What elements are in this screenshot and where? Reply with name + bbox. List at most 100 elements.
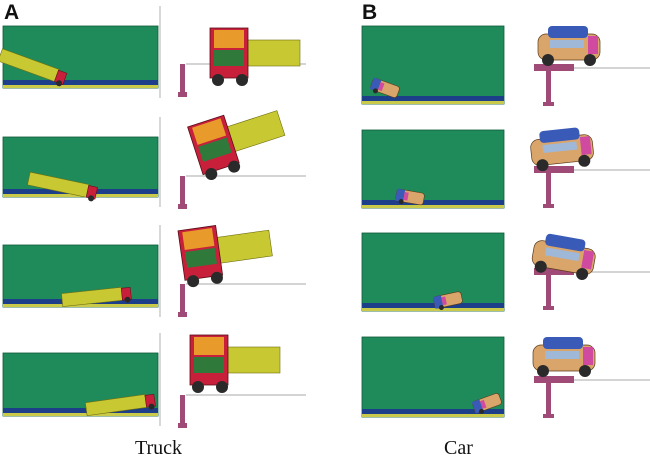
car-door-pink [579, 136, 592, 156]
truck-grille [198, 137, 232, 162]
truck-front-1 [187, 110, 286, 181]
side-view-frame-truck-2 [2, 244, 159, 308]
barrier-post [546, 275, 551, 309]
car-wheel [438, 305, 444, 311]
barrier-beam [534, 268, 574, 275]
car-side-2 [433, 291, 463, 311]
car-roof [539, 127, 580, 143]
barrier-wall [361, 129, 505, 209]
truck-front-wheel [228, 160, 241, 173]
car-panel-blue [395, 188, 406, 202]
road-strip [362, 303, 504, 308]
barrier-post [546, 383, 551, 417]
car-side-1 [395, 188, 425, 206]
ground-strip [362, 308, 504, 311]
car-windshield [544, 247, 580, 262]
post-base [178, 423, 187, 428]
car-front-2 [531, 233, 596, 280]
truck-grille [194, 357, 224, 373]
side-view-frame-car-3 [361, 336, 505, 418]
barrier-wall [2, 25, 159, 89]
ground-strip [362, 205, 504, 208]
truck-front-wheel [187, 275, 200, 288]
car-windshield [542, 141, 578, 154]
post-base [543, 414, 554, 418]
car-roof [548, 26, 588, 38]
car-panel-pink [479, 399, 487, 409]
car-wheel-front [578, 154, 591, 167]
truck-front-wheel [216, 381, 228, 393]
car-wheel [372, 88, 378, 94]
car-wheel [479, 408, 485, 414]
truck-panel [0, 6, 306, 428]
truck-wheel [148, 403, 155, 410]
car-door-pink [588, 36, 598, 54]
car-caption: Car [444, 437, 473, 459]
barrier-post [180, 395, 185, 427]
barrier-post [180, 176, 185, 208]
car-wheel-front [576, 267, 589, 280]
ground-strip [3, 304, 158, 307]
car-wheel-front [579, 365, 591, 377]
truck-front-0 [209, 27, 301, 86]
car-panel-pink [441, 296, 447, 306]
road-strip [362, 409, 504, 414]
road-strip [3, 408, 158, 413]
side-view-frame-car-2 [361, 232, 505, 312]
barrier-post [180, 64, 185, 96]
road-strip [362, 96, 504, 101]
truck-side-3 [85, 393, 156, 417]
car-roof [545, 233, 586, 252]
car-front-0 [537, 26, 601, 66]
car-front-3 [532, 337, 596, 377]
road-strip [3, 80, 158, 85]
panel-letter-a: A [4, 1, 20, 24]
truck-windshield [194, 337, 224, 355]
barrier-beam [534, 166, 574, 173]
car-panel-blue [369, 77, 382, 92]
car-door-pink [583, 347, 593, 365]
truck-side-0 [0, 48, 68, 87]
barrier-post [546, 173, 551, 207]
truck-wheel [88, 195, 95, 202]
truck-wheel [56, 80, 63, 87]
car-wheel [398, 199, 404, 205]
truck-front-2 [177, 225, 273, 288]
barrier-post [180, 284, 185, 316]
truck-side-2 [61, 286, 132, 307]
car-wheel-front [537, 365, 549, 377]
truck-grille [214, 50, 244, 66]
car-roof [543, 337, 583, 349]
side-view-frame-truck-0 [0, 25, 159, 89]
ground-strip [3, 85, 158, 88]
post-base [543, 204, 554, 208]
post-base [543, 102, 554, 106]
truck-windshield [214, 30, 244, 48]
post-base [543, 306, 554, 310]
barrier-post [546, 71, 551, 105]
road-strip [362, 200, 504, 205]
truck-windshield [192, 118, 227, 145]
car-windshield [550, 40, 584, 48]
panel-letter-b: B [362, 1, 378, 24]
post-base [178, 204, 187, 209]
truck-front-wheel [205, 168, 218, 181]
ground-strip [362, 414, 504, 417]
truck-front-3 [189, 334, 281, 393]
side-view-frame-car-1 [361, 129, 505, 209]
car-panel-pink [403, 192, 409, 201]
car-panel-pink [377, 82, 385, 92]
barrier-wall [361, 232, 505, 312]
truck-side-1 [27, 171, 98, 202]
car-side-0 [369, 77, 400, 98]
truck-front-wheel [192, 381, 204, 393]
barrier-beam [534, 376, 574, 383]
barrier-beam [534, 64, 574, 71]
car-wheel-front [534, 260, 547, 273]
post-base [178, 92, 187, 97]
side-view-frame-truck-1 [2, 136, 159, 202]
truck-caption: Truck [135, 437, 183, 459]
car-wheel-front [584, 54, 596, 66]
